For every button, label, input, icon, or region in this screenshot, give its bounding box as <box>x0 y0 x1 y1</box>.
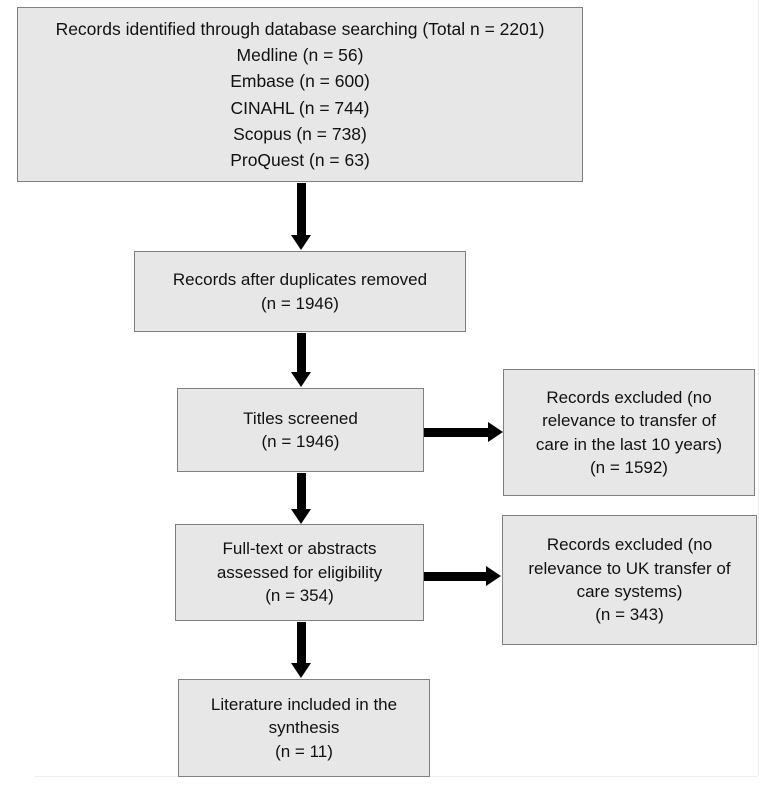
page-edge-rule-right <box>758 0 759 776</box>
arrow-shaft <box>424 572 488 581</box>
box-line: Full-text or abstracts <box>222 539 377 559</box>
arrow-head-down-icon <box>291 372 311 387</box>
box-line: care in the last 10 years) <box>535 434 723 454</box>
box-line: (n = 11) <box>275 741 333 761</box>
box-line: (n = 343) <box>595 605 664 625</box>
box-records-excluded-titles: Records excluded (no relevance to transf… <box>503 369 755 496</box>
arrow-shaft <box>297 333 306 373</box>
box-records-excluded-fulltext: Records excluded (no relevance to UK tra… <box>502 515 757 645</box>
box-line: (n = 1946) <box>261 293 339 313</box>
box-line: Scopus (n = 738) <box>233 123 367 144</box>
arrow-head-down-icon <box>291 509 311 524</box>
box-line: ProQuest (n = 63) <box>230 150 370 170</box>
box-line: assessed for eligibility <box>216 562 383 582</box>
arrow-head-right-icon <box>486 566 501 586</box>
box-line: (n = 1946) <box>261 432 340 451</box>
box-line: Medline (n = 56) <box>236 45 364 65</box>
box-fulltext-assessed-for-eligibility: Full-text or abstracts assessed for elig… <box>175 524 424 621</box>
box-line: Records excluded (no <box>546 535 713 555</box>
box-line: CINAHL (n = 744) <box>230 97 370 118</box>
box-titles-screened: Titles screened (n = 1946) <box>177 388 424 472</box>
box-line: Literature included in the <box>210 694 398 714</box>
arrow-shaft <box>297 183 306 236</box>
box-line: Records identified through database sear… <box>55 18 545 39</box>
arrow-head-right-icon <box>488 422 503 442</box>
arrow-head-down-icon <box>291 235 311 250</box>
box-line: relevance to transfer of <box>542 411 716 431</box>
arrow-shaft <box>297 473 306 510</box>
box-line: Records after duplicates removed <box>172 270 428 290</box>
arrow-shaft <box>297 622 306 664</box>
box-line: synthesis <box>268 718 340 738</box>
box-records-after-duplicates-removed: Records after duplicates removed (n = 19… <box>134 251 466 332</box>
arrow-head-down-icon <box>291 663 311 678</box>
box-line: Records excluded (no <box>546 387 712 407</box>
arrow-shaft <box>424 428 490 437</box>
box-line: (n = 1592) <box>590 457 668 477</box>
box-records-identified: Records identified through database sear… <box>17 7 583 182</box>
box-line: Embase (n = 600) <box>230 71 370 92</box>
box-line: care systems) <box>576 582 683 601</box>
box-literature-included-in-synthesis: Literature included in the synthesis (n … <box>178 679 430 777</box>
box-line: relevance to UK transfer of <box>528 558 731 578</box>
box-line: Titles screened <box>243 408 358 428</box>
box-line: (n = 354) <box>265 586 334 606</box>
